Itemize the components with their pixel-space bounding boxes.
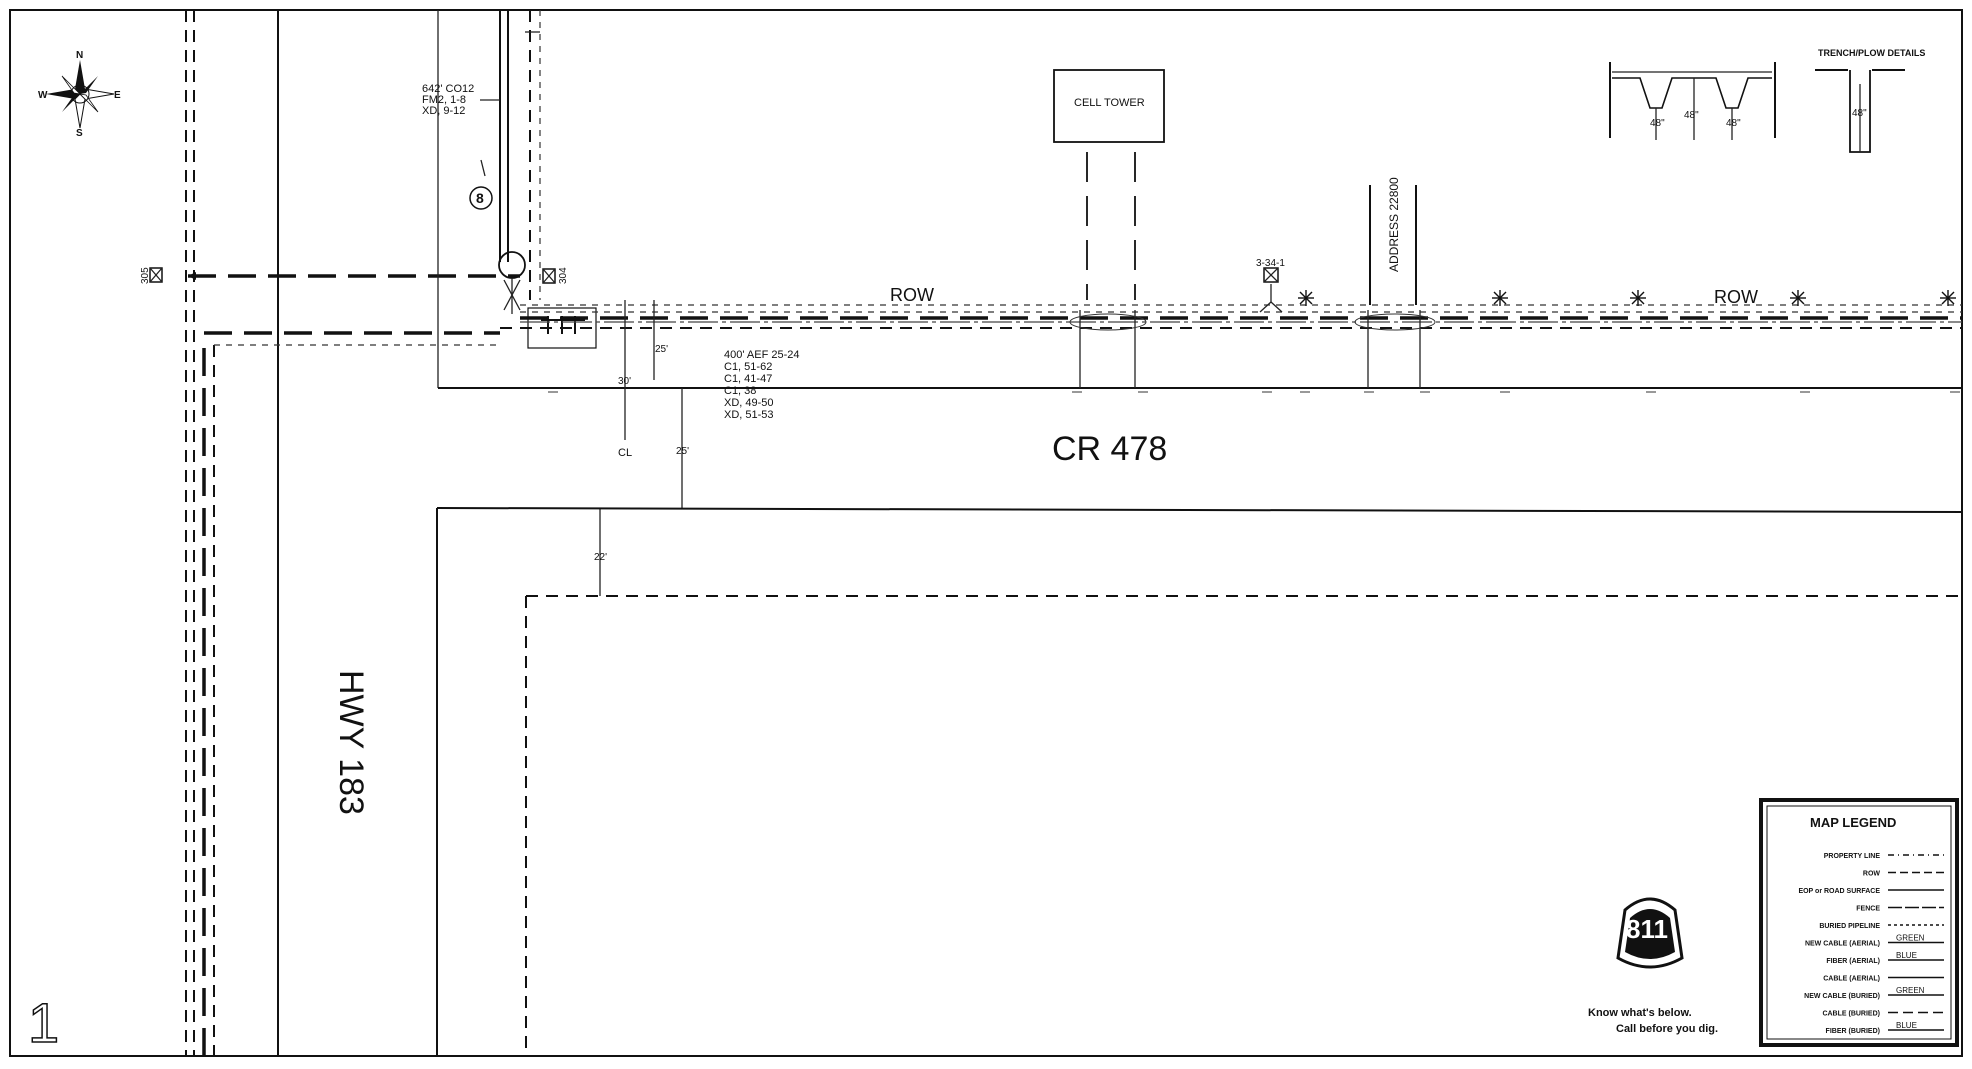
span-note-4: C1, 38 xyxy=(724,385,756,397)
pole-304-label: 304 xyxy=(558,267,569,284)
badge-line-1: Know what's below. xyxy=(1588,1007,1692,1019)
sheet-border xyxy=(9,9,1963,1057)
pole-markers xyxy=(1259,267,1956,313)
compass-e-label: E xyxy=(114,90,121,101)
row-right-label: ROW xyxy=(1714,287,1758,307)
compass-w-label: W xyxy=(38,90,48,101)
cr-478-label: CR 478 xyxy=(1052,430,1167,468)
legend-item-label: ROW xyxy=(1863,871,1881,878)
span-note-2: C1, 51-62 xyxy=(724,361,772,373)
legend-color-sample: BLUE xyxy=(1896,951,1917,960)
pole-star-icon xyxy=(1940,290,1956,306)
pole-star-icon xyxy=(1630,290,1646,306)
legend-color-sample: GREEN xyxy=(1896,986,1925,995)
pole-305-label: 305 xyxy=(140,267,151,284)
dimension-lines xyxy=(599,300,683,596)
text-layer: N S E W 305 304 3-34-1 642' CO12 FM2, 1-… xyxy=(27,48,1925,1055)
legend-title: MAP LEGEND xyxy=(1810,815,1896,830)
address-marker xyxy=(1369,185,1417,305)
pole-star-icon xyxy=(1790,290,1806,306)
compass-n-label: N xyxy=(76,50,83,61)
span-note-3: C1, 41-47 xyxy=(724,373,772,385)
sheet-number: 1 xyxy=(28,991,59,1054)
address-label: ADDRESS 22800 xyxy=(1387,177,1401,272)
dim-25a: 25' xyxy=(655,344,668,355)
trench-title: TRENCH/PLOW DETAILS xyxy=(1818,48,1925,58)
span-note-5: XD, 49-50 xyxy=(724,397,774,409)
hwy-183-label: HWY 183 xyxy=(332,670,370,815)
span-note-6: XD, 51-53 xyxy=(724,409,774,421)
legend-item-label: NEW CABLE (AERIAL) xyxy=(1805,941,1880,948)
badge-number: 811 xyxy=(1626,914,1668,944)
legend-rows: PROPERTY LINE ROW EOP or ROAD SURFACE FENCE… xyxy=(1798,853,1924,1035)
dim-22: 22' xyxy=(594,552,607,563)
compass-rose-icon xyxy=(46,60,115,129)
cell-tower-label: CELL TOWER xyxy=(1074,97,1145,109)
trench-depth-4: 48" xyxy=(1852,108,1867,119)
row-band xyxy=(438,304,1962,389)
badge-line-2: Call before you dig. xyxy=(1616,1023,1718,1035)
map-legend-box xyxy=(1759,798,1959,1047)
legend-item-label: EOP or ROAD SURFACE xyxy=(1798,888,1880,895)
centerline-label: CL xyxy=(618,447,632,459)
cell-tower xyxy=(1053,69,1165,300)
note-top-1: 642' CO12 xyxy=(422,83,474,95)
trench-depth-2: 48" xyxy=(1684,110,1699,121)
legend-item-label: CABLE (BURIED) xyxy=(1822,1011,1880,1018)
legend-color-sample: GREEN xyxy=(1896,934,1925,943)
legend-item-label: NEW CABLE (BURIED) xyxy=(1804,993,1880,1000)
legend-color-sample: BLUE xyxy=(1896,1021,1917,1030)
legend-item-label: FIBER (BURIED) xyxy=(1826,1028,1880,1035)
left-drop-line xyxy=(149,267,520,283)
pole-star-icon xyxy=(1298,290,1314,306)
legend-item-label: FIBER (AERIAL) xyxy=(1826,958,1880,965)
call-811-badge xyxy=(1616,897,1684,969)
legend-item-label: FENCE xyxy=(1856,906,1880,913)
note-top-3: XD, 9-12 xyxy=(422,105,465,117)
dim-25b: 25' xyxy=(676,446,689,457)
trench-depth-3: 48" xyxy=(1726,118,1741,129)
lower-property-block xyxy=(436,507,1963,1056)
trench-details xyxy=(1609,62,1905,153)
legend-item-label: CABLE (AERIAL) xyxy=(1823,976,1880,983)
dim-30: 30' xyxy=(618,376,631,387)
span-note-1: 400' AEF 25-24 xyxy=(724,349,800,361)
legend-item-label: PROPERTY LINE xyxy=(1824,853,1881,860)
trench-depth-1: 48" xyxy=(1650,118,1665,129)
compass-s-label: S xyxy=(76,128,83,139)
row-left-label: ROW xyxy=(890,285,934,305)
legend-item-label: BURIED PIPELINE xyxy=(1819,923,1880,930)
circle-marker-label: 8 xyxy=(476,190,484,206)
pole-top-label: 3-34-1 xyxy=(1256,258,1285,269)
highway-183-corridor xyxy=(185,10,500,1056)
pole-star-icon xyxy=(1492,290,1508,306)
note-top-2: FM2, 1-8 xyxy=(422,94,466,106)
